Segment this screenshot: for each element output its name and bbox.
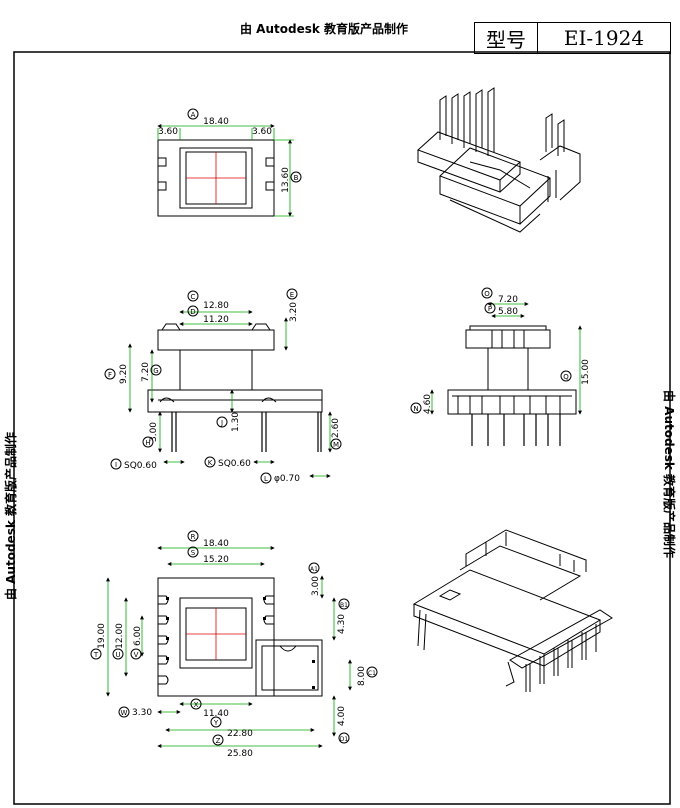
tag-h: H bbox=[145, 439, 150, 447]
dim-n: 4.60 bbox=[423, 394, 433, 414]
dim-r: 18.40 bbox=[203, 539, 229, 549]
dim-p: 5.80 bbox=[498, 307, 518, 317]
dim-d: 11.20 bbox=[203, 315, 229, 325]
tag-g: G bbox=[153, 367, 158, 375]
bottom-view-labels: R 18.40 S 15.20 T 19.00 U 12.00 V 6.00 W… bbox=[90, 530, 378, 759]
dim-b1: 4.30 bbox=[337, 614, 347, 634]
pin-l: φ0.70 bbox=[274, 474, 300, 484]
dim-c1: 8.00 bbox=[357, 666, 367, 686]
dim-h: 3.00 bbox=[149, 422, 159, 442]
iso-view-bottom bbox=[412, 529, 613, 692]
tag-x: X bbox=[194, 701, 199, 709]
top-view-labels: A 18.40 3.60 3.60 13.60 B bbox=[158, 108, 302, 193]
tag-c: C bbox=[191, 293, 196, 301]
tag-u: U bbox=[115, 651, 120, 659]
tag-w: W bbox=[121, 709, 128, 717]
tag-k: K bbox=[208, 459, 213, 467]
dim-u: 12.00 bbox=[115, 623, 125, 649]
dim-w: 3.30 bbox=[132, 708, 152, 718]
dim-m: 2.60 bbox=[331, 418, 341, 438]
dim-a1: 3.00 bbox=[311, 576, 321, 596]
dim-d1: 4.00 bbox=[337, 706, 347, 726]
tag-b: B bbox=[294, 174, 299, 182]
tag-a: A bbox=[191, 111, 196, 119]
tag-z: Z bbox=[216, 737, 221, 745]
dim-c: 12.80 bbox=[203, 301, 229, 311]
dim-right-offset: 3.60 bbox=[252, 127, 272, 137]
front-view bbox=[128, 310, 332, 478]
tag-d: D bbox=[190, 308, 195, 316]
tag-n: N bbox=[413, 405, 418, 413]
tag-o: O bbox=[484, 290, 490, 298]
pin-k: SQ0.60 bbox=[218, 459, 251, 469]
tag-j: J bbox=[220, 419, 223, 427]
side-view-labels: O 7.20 P 5.80 Q 15.00 N 4.60 bbox=[410, 287, 591, 414]
model-value-cell: EI-1924 bbox=[537, 22, 671, 54]
tag-l: L bbox=[264, 475, 268, 483]
iso-view-top bbox=[417, 87, 581, 233]
tag-b1: B1 bbox=[340, 602, 348, 609]
tag-y: Y bbox=[213, 719, 219, 727]
side-view bbox=[430, 302, 582, 446]
tag-p: P bbox=[488, 305, 492, 313]
dim-e: 3.20 bbox=[289, 302, 299, 322]
tag-s: S bbox=[191, 549, 196, 557]
bottom-view bbox=[106, 546, 352, 748]
dim-overall: 18.40 bbox=[203, 117, 229, 127]
sheet-border bbox=[13, 51, 671, 805]
dim-s: 15.20 bbox=[203, 555, 229, 565]
pin-i: SQ0.60 bbox=[124, 461, 157, 471]
front-view-labels: C 12.80 D 11.20 E 3.20 F 9.20 G 7.20 H 3… bbox=[104, 288, 342, 484]
watermark-top: 由 Autodesk 教育版产品制作 bbox=[240, 22, 409, 36]
dim-depth: 13.60 bbox=[281, 167, 291, 193]
dim-j: 1.30 bbox=[231, 412, 241, 432]
tag-q: Q bbox=[563, 373, 569, 381]
dim-v: 6.00 bbox=[133, 626, 143, 646]
dim-q: 15.00 bbox=[581, 359, 591, 385]
tag-d1: D1 bbox=[340, 736, 349, 743]
tag-r: R bbox=[191, 533, 196, 541]
tag-v: V bbox=[134, 651, 139, 659]
dim-z: 25.80 bbox=[227, 749, 253, 759]
tag-f: F bbox=[108, 371, 112, 379]
dim-o: 7.20 bbox=[498, 295, 518, 305]
tag-m: M bbox=[333, 441, 339, 449]
dim-f: 9.20 bbox=[119, 364, 129, 384]
tag-c1: C1 bbox=[368, 670, 376, 677]
dim-x: 11.40 bbox=[203, 709, 229, 719]
dim-y: 22.80 bbox=[227, 729, 253, 739]
tag-a1: A1 bbox=[310, 566, 318, 573]
dim-g: 7.20 bbox=[141, 362, 151, 382]
tag-e: E bbox=[290, 291, 294, 299]
top-view bbox=[157, 124, 294, 217]
dim-left-offset: 3.60 bbox=[158, 127, 178, 137]
tag-i: I bbox=[115, 461, 117, 469]
tag-t: T bbox=[93, 651, 99, 659]
dim-t: 19.00 bbox=[97, 623, 107, 649]
